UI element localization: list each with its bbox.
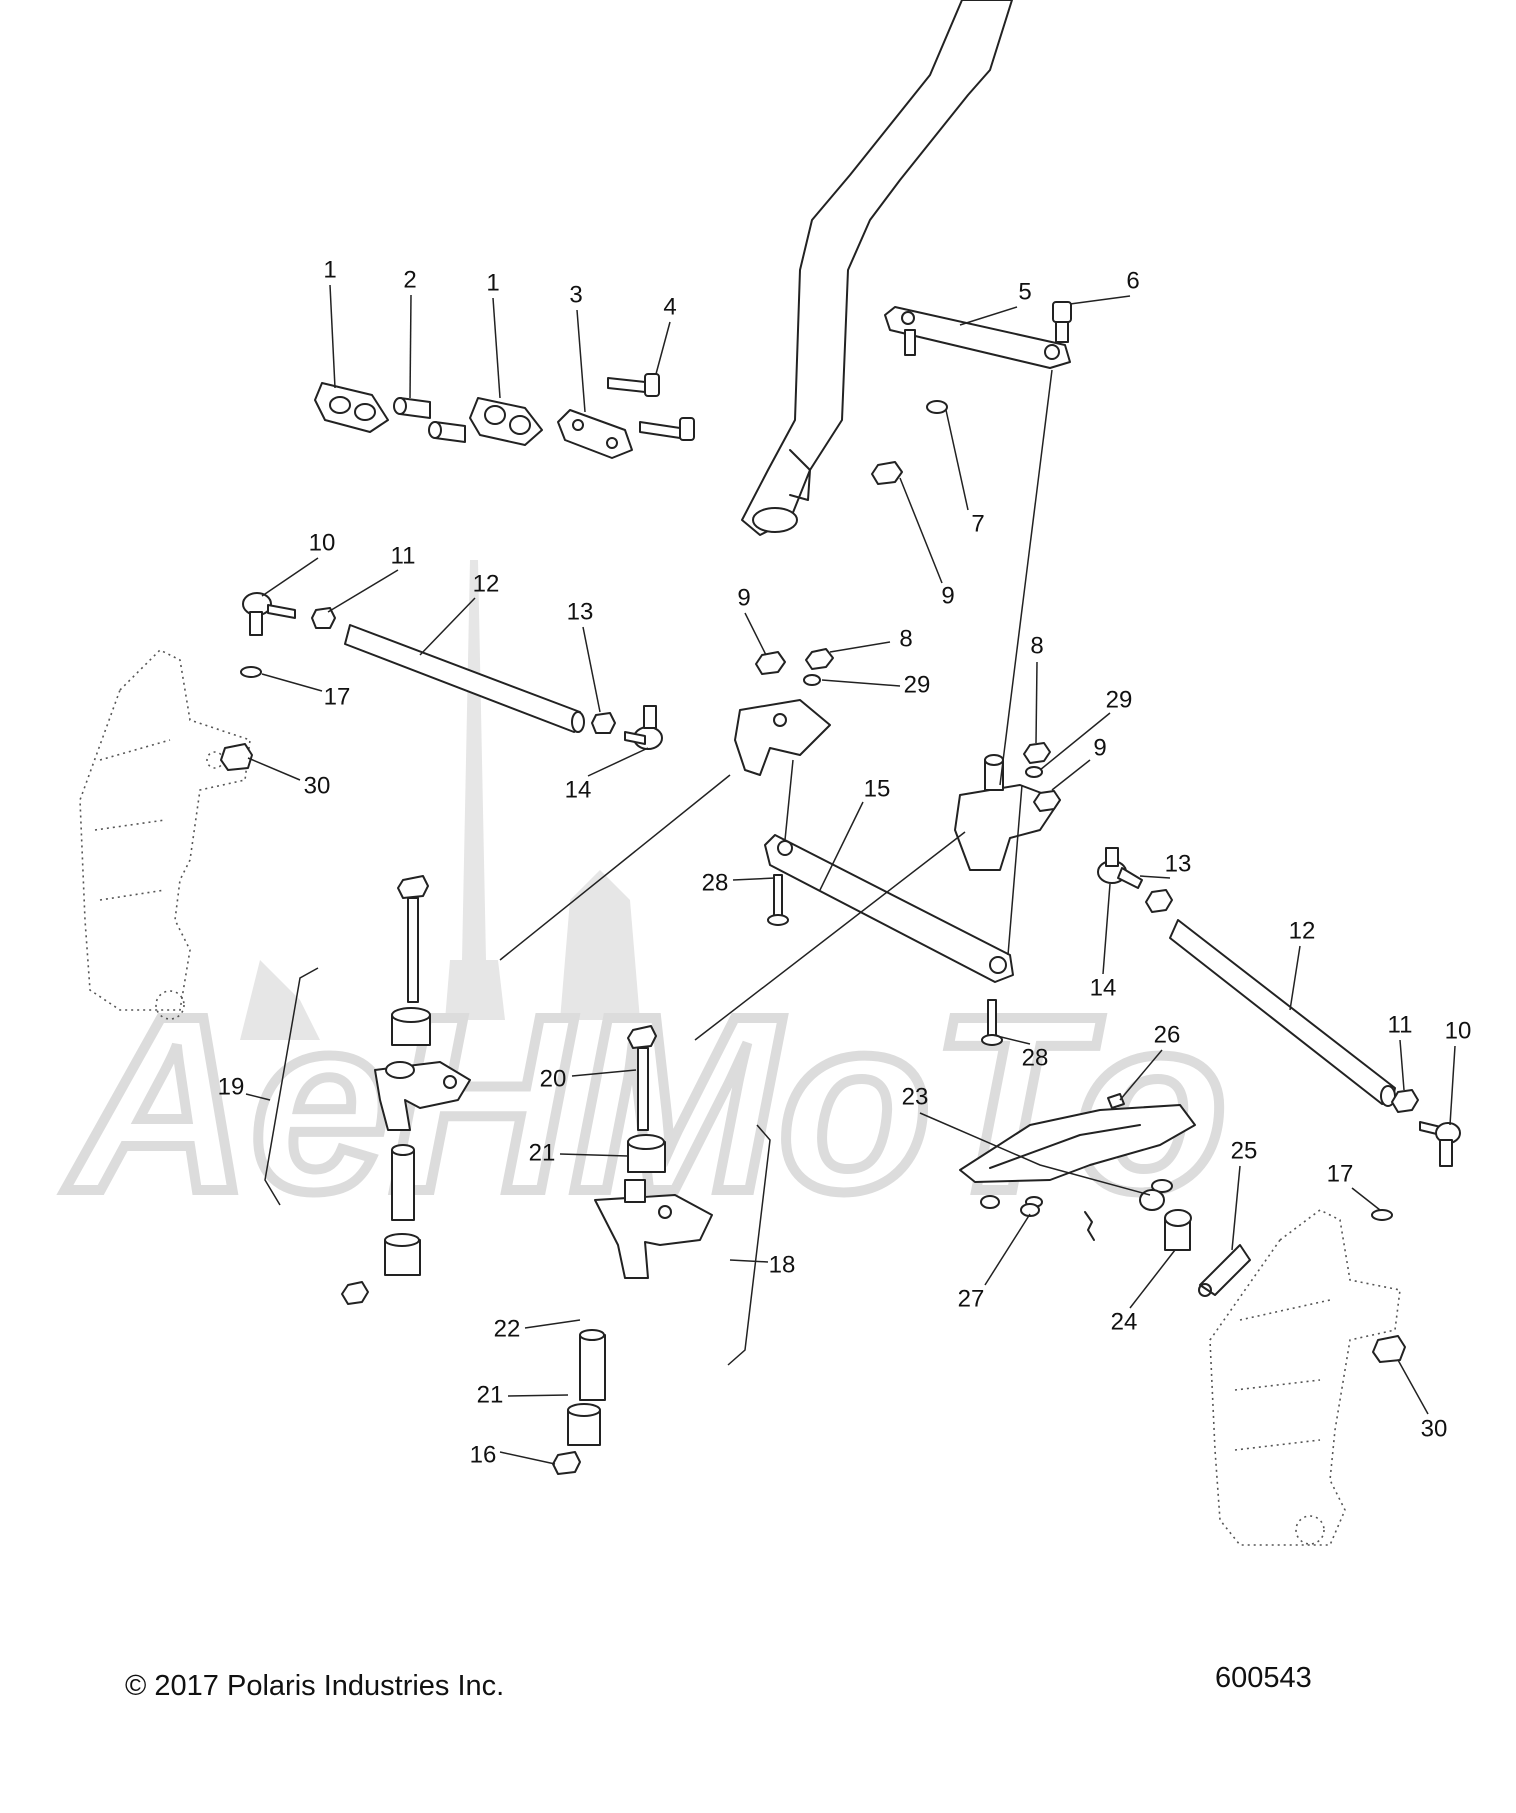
callout-14a: 14 bbox=[565, 776, 592, 803]
callout-6: 6 bbox=[1126, 267, 1139, 294]
left-spindle-ghost bbox=[79, 649, 251, 1020]
pivot-assembly-center bbox=[552, 1025, 713, 1475]
washer-7 bbox=[926, 400, 948, 414]
callout-19: 19 bbox=[218, 1073, 245, 1100]
callout-22: 22 bbox=[494, 1315, 521, 1342]
nut-30-left bbox=[220, 743, 253, 771]
callout-3: 3 bbox=[569, 281, 582, 308]
right-spindle-ghost bbox=[1209, 1209, 1401, 1546]
nut-9-upper bbox=[871, 461, 903, 485]
callout-13a: 13 bbox=[567, 598, 594, 625]
callout-17a: 17 bbox=[324, 683, 351, 710]
callout-28a: 28 bbox=[702, 869, 729, 896]
callout-8b: 8 bbox=[1030, 632, 1043, 659]
clamp-half-left bbox=[314, 382, 389, 433]
callout-29a: 29 bbox=[904, 671, 931, 698]
callout-27: 27 bbox=[958, 1285, 985, 1312]
bracket-18 bbox=[727, 1124, 771, 1366]
callout-1a: 1 bbox=[323, 256, 336, 283]
leader-bracket-right-down bbox=[1007, 784, 1023, 956]
callout-11b: 11 bbox=[1388, 1011, 1413, 1038]
clamp-half-right bbox=[469, 397, 543, 446]
callout-25: 25 bbox=[1231, 1137, 1258, 1164]
center-link-bolts bbox=[767, 874, 1003, 1046]
left-tie-rod-assembly bbox=[242, 592, 663, 750]
callout-labels: 1 2 1 3 4 5 6 7 9 10 11 12 13 9 8 29 8 2… bbox=[218, 256, 1472, 1468]
left-steering-arm-bracket bbox=[734, 648, 834, 776]
callout-21b: 21 bbox=[477, 1381, 504, 1408]
callout-14b: 14 bbox=[1090, 974, 1117, 1001]
callout-11a: 11 bbox=[391, 542, 416, 569]
callout-8a: 8 bbox=[899, 625, 912, 652]
washer-17-left bbox=[240, 666, 262, 678]
callout-15: 15 bbox=[864, 775, 891, 802]
callout-28b: 28 bbox=[1022, 1044, 1049, 1071]
callout-21a: 21 bbox=[529, 1139, 556, 1166]
callout-29b: 29 bbox=[1106, 686, 1133, 713]
washer-17-right bbox=[1371, 1209, 1393, 1221]
callout-13b: 13 bbox=[1165, 850, 1192, 877]
callout-1b: 1 bbox=[486, 269, 499, 296]
upper-link-bolt bbox=[1052, 301, 1072, 343]
clamp-plate bbox=[557, 409, 633, 459]
upper-link-bar bbox=[884, 306, 1071, 369]
spacer-pair bbox=[393, 397, 466, 443]
callout-18: 18 bbox=[769, 1251, 796, 1278]
copyright-notice: © 2017 Polaris Industries Inc. bbox=[125, 1670, 505, 1702]
callout-17b: 17 bbox=[1327, 1160, 1354, 1187]
steering-cover bbox=[959, 1093, 1251, 1297]
callout-leaders bbox=[245, 284, 1456, 1465]
right-steering-arm-bracket bbox=[954, 742, 1061, 871]
callout-26: 26 bbox=[1154, 1021, 1181, 1048]
leader-link-vertical-right bbox=[999, 369, 1053, 786]
leader-link-vertical-left bbox=[784, 759, 794, 841]
callout-12a: 12 bbox=[473, 570, 500, 597]
callout-10b: 10 bbox=[1445, 1017, 1472, 1044]
callout-2: 2 bbox=[403, 266, 416, 293]
leader-bracket-left bbox=[499, 774, 731, 961]
center-link-bar bbox=[764, 834, 1014, 983]
steering-column bbox=[741, 0, 1013, 536]
callout-10a: 10 bbox=[309, 529, 336, 556]
callout-24: 24 bbox=[1111, 1308, 1138, 1335]
clamp-bolts bbox=[607, 373, 695, 441]
callout-12b: 12 bbox=[1289, 917, 1316, 944]
callout-16: 16 bbox=[470, 1441, 497, 1468]
right-tie-rod-assembly bbox=[1097, 847, 1461, 1167]
callout-30b: 30 bbox=[1421, 1415, 1448, 1442]
nut-30-right bbox=[1372, 1335, 1406, 1363]
callout-23: 23 bbox=[902, 1083, 929, 1110]
callout-5: 5 bbox=[1018, 278, 1031, 305]
callout-9a: 9 bbox=[941, 582, 954, 609]
callout-9c: 9 bbox=[1093, 734, 1106, 761]
pivot-assembly-left bbox=[341, 875, 471, 1305]
callout-30a: 30 bbox=[304, 772, 331, 799]
bracket-19 bbox=[264, 967, 319, 1206]
leader-bracket-center bbox=[694, 831, 966, 1041]
callout-7: 7 bbox=[971, 510, 984, 537]
callout-4: 4 bbox=[663, 293, 676, 320]
figure-number: 600543 bbox=[1215, 1662, 1312, 1694]
callout-20: 20 bbox=[540, 1065, 567, 1092]
callout-9b: 9 bbox=[737, 584, 750, 611]
